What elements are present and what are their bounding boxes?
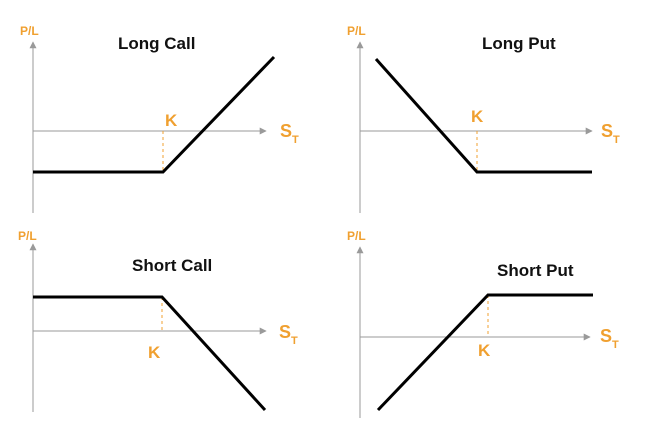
strike-label: K <box>148 343 161 362</box>
panel-title: Short Put <box>497 261 574 280</box>
payoff-line <box>374 58 592 174</box>
panel-title: Long Call <box>118 34 195 53</box>
y-axis-label: P/L <box>20 24 39 38</box>
y-axis-label: P/L <box>18 229 37 243</box>
panel-title: Long Put <box>482 34 556 53</box>
x-axis-label: ST <box>600 326 619 351</box>
panel-long-call: P/L Long Call K ST <box>20 24 299 213</box>
strike-label: K <box>478 341 491 360</box>
payoff-line <box>376 293 593 412</box>
x-axis-label: ST <box>601 121 620 146</box>
strike-label: K <box>165 111 178 130</box>
y-axis-label: P/L <box>347 24 366 38</box>
x-axis-label: ST <box>279 322 298 347</box>
panel-short-put: P/L Short Put K ST <box>347 229 619 418</box>
y-axis-label: P/L <box>347 229 366 243</box>
strike-label: K <box>471 107 484 126</box>
panel-short-call: P/L Short Call K ST <box>18 229 298 412</box>
x-axis-label: ST <box>280 121 299 146</box>
panel-long-put: P/L Long Put K ST <box>347 24 620 213</box>
payoff-line <box>33 295 267 412</box>
panel-title: Short Call <box>132 256 212 275</box>
payoff-line <box>33 55 276 174</box>
